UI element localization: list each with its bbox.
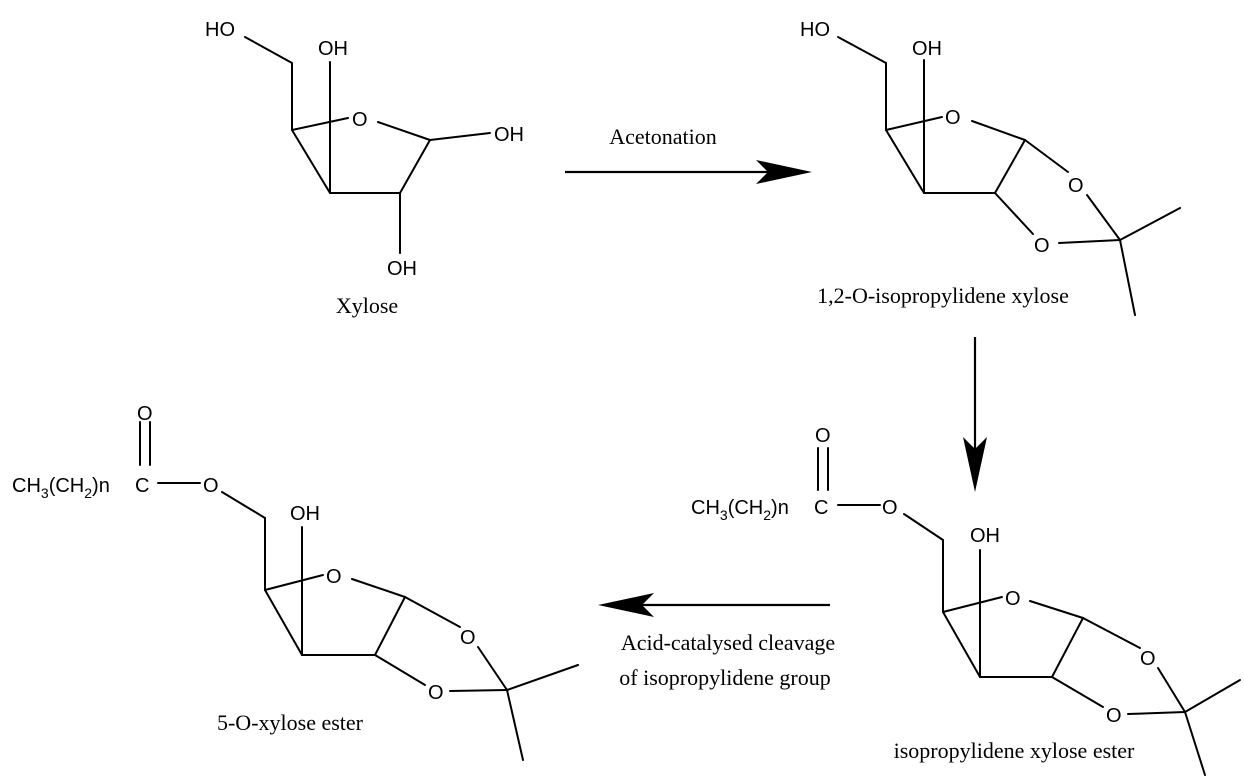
- ester1-acetal-oxygen-1-label: O: [1140, 648, 1156, 670]
- compound-label-xylose: Xylose: [336, 293, 398, 318]
- xylose-ho-label: HO: [205, 19, 235, 41]
- xylose-oh-top-label: OH: [318, 38, 348, 60]
- compound-label-isopropylidene-xylose-ester: isopropylidene xylose ester: [894, 738, 1135, 763]
- ester2-oh-label: OH: [290, 503, 320, 525]
- xylose-structure: HO OH O OH OH: [205, 19, 524, 280]
- ester2-chain-label: CH3(CH2)n: [12, 475, 110, 501]
- isopropylidene-xylose-acetal-oxygen-1-label: O: [1068, 175, 1084, 197]
- isopropylidene-xylose-structure: HO OH O O O: [800, 19, 1181, 316]
- isopropylidene-xylose-oh-label: OH: [912, 38, 942, 60]
- ester2-acetal-oxygen-2-label: O: [428, 682, 444, 704]
- isopropylidene-xylose-ester-structure: O CH3(CH2)n C O OH O O O: [691, 425, 1241, 776]
- ester1-ring-oxygen-label: O: [1005, 588, 1021, 610]
- ester1-carbonyl-oxygen-label: O: [815, 425, 831, 447]
- ester1-acetal-oxygen-2-label: O: [1106, 705, 1122, 727]
- cleavage-arrow: [598, 593, 830, 617]
- xylose-ester-structure: O CH3(CH2)n C O OH O O O: [12, 403, 579, 761]
- ester2-carbonyl-oxygen-label: O: [137, 403, 153, 425]
- ester1-ester-oxygen-label: O: [882, 497, 898, 519]
- step-label-acetonation: Acetonation: [609, 124, 717, 149]
- esterification-arrow: [963, 337, 987, 492]
- ester1-oh-label: OH: [970, 525, 1000, 547]
- acetonation-arrow: [565, 160, 812, 184]
- ester2-ester-oxygen-label: O: [203, 475, 219, 497]
- ester2-ring-oxygen-label: O: [326, 566, 342, 588]
- isopropylidene-xylose-ho-label: HO: [800, 19, 830, 41]
- xylose-ring-oxygen-label: O: [352, 109, 368, 131]
- ester1-carbonyl-carbon-label: C: [814, 497, 828, 519]
- step-label-cleavage-line1: Acid-catalysed cleavage: [621, 630, 835, 655]
- step-label-cleavage-line2: of isopropylidene group: [619, 665, 830, 690]
- xylose-oh-bottom-label: OH: [387, 258, 417, 280]
- compound-label-xylose-ester: 5-O-xylose ester: [217, 710, 364, 735]
- isopropylidene-xylose-ring-oxygen-label: O: [945, 107, 961, 129]
- ester2-carbonyl-carbon-label: C: [135, 475, 149, 497]
- isopropylidene-xylose-acetal-oxygen-2-label: O: [1034, 235, 1050, 257]
- xylose-oh-right-label: OH: [494, 124, 524, 146]
- compound-label-isopropylidene-xylose: 1,2-O-isopropylidene xylose: [817, 283, 1069, 308]
- ester2-acetal-oxygen-1-label: O: [460, 627, 476, 649]
- ester1-chain-label: CH3(CH2)n: [691, 497, 789, 523]
